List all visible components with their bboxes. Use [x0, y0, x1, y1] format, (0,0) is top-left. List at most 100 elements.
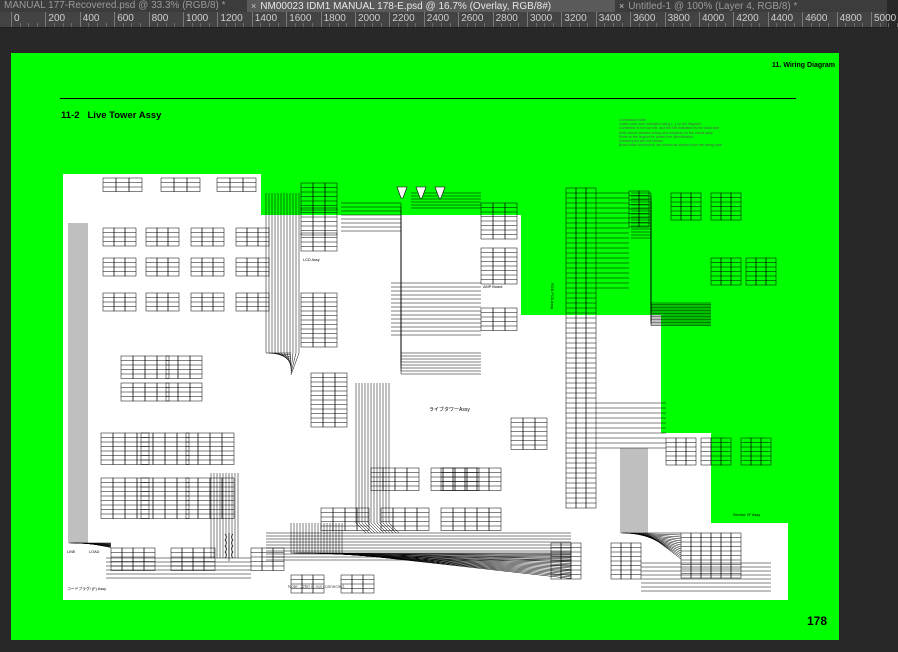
ruler-minor-tick — [36, 23, 38, 27]
wire — [638, 448, 682, 552]
note-line: Board-side connectors are shown as viewe… — [619, 143, 723, 148]
ruler-tick: 0 — [11, 12, 20, 27]
ruler-minor-tick — [269, 23, 270, 27]
connector-box — [406, 467, 420, 491]
ruler-minor-tick — [174, 23, 176, 27]
ruler-minor-tick — [208, 23, 210, 27]
wire — [290, 193, 294, 372]
connector-box — [416, 507, 430, 531]
connector-box — [143, 547, 156, 571]
ruler-tick: 4400 — [767, 12, 793, 27]
wire — [370, 383, 382, 534]
wire — [632, 448, 682, 546]
ruler-tick: 3000 — [527, 12, 552, 27]
ruler-minor-tick — [372, 23, 374, 27]
ruler-minor-tick — [707, 23, 709, 27]
ruler-minor-tick — [862, 23, 864, 27]
ruler-minor-tick — [346, 23, 348, 27]
ruler-minor-tick — [716, 23, 718, 27]
close-icon[interactable]: × — [619, 1, 625, 11]
connector-box — [203, 547, 216, 571]
connector-box — [156, 355, 170, 379]
tab-manual-177[interactable]: MANUAL 177-Recovered.psd @ 33.3% (RGB/8)… — [0, 0, 247, 12]
tab-label: Untitled-1 @ 100% (Layer 4, RGB/8) * — [628, 1, 798, 12]
connector-blocks — [100, 177, 777, 594]
wire — [624, 448, 682, 538]
ruler-minor-tick — [122, 23, 124, 27]
ruler-tick: 200 — [45, 12, 65, 27]
tab-label: MANUAL 177-Recovered.psd @ 33.3% (RGB/8)… — [4, 0, 226, 11]
ruler-minor-tick — [656, 23, 657, 27]
wire — [265, 193, 291, 354]
wire — [290, 193, 297, 374]
wire — [367, 383, 379, 534]
ruler-tick: 4800 — [836, 12, 862, 27]
ruler-minor-tick — [363, 23, 365, 27]
ruler-minor-tick — [441, 23, 442, 27]
ruler-minor-tick — [759, 23, 761, 27]
ruler-tick: 5000 — [871, 12, 896, 27]
ruler-minor-tick — [62, 23, 64, 27]
wire — [358, 383, 370, 534]
tab-label: NM00023 IDM1 MANUAL 178-E.psd @ 16.7% (O… — [260, 1, 552, 12]
connector-box — [221, 477, 235, 519]
wire — [355, 383, 367, 534]
ruler-minor-tick — [191, 23, 193, 27]
section-title: Live Tower Assy — [87, 110, 162, 121]
ruler-tick: 4600 — [802, 12, 827, 27]
wire — [72, 223, 112, 545]
ruler-minor-tick — [724, 23, 726, 27]
ruler-minor-tick — [28, 23, 30, 27]
ruler-minor-tick — [509, 23, 511, 27]
wire — [640, 448, 682, 554]
wire — [283, 193, 292, 366]
ruler-minor-tick — [681, 23, 683, 27]
ruler-tick: 2800 — [492, 12, 518, 27]
wire-bundles — [68, 192, 771, 592]
ruler-minor-tick — [226, 23, 227, 27]
footnote: Note: J250 is not connected. — [288, 584, 346, 589]
ruler-minor-tick — [88, 23, 90, 27]
ruler-minor-tick — [157, 23, 159, 27]
ruler-minor-tick — [260, 23, 262, 27]
wire — [646, 448, 682, 560]
close-icon[interactable]: × — [251, 1, 257, 11]
ruler-minor-tick — [466, 23, 468, 27]
ruler-minor-tick — [570, 23, 571, 27]
ruler-tick: 800 — [148, 12, 168, 27]
ruler-tick: 1400 — [251, 12, 277, 27]
note-line: Note about harness wiring and adapters f… — [619, 130, 714, 135]
ruler-minor-tick — [54, 23, 55, 27]
note-line: Refer to the legend for power line ident… — [619, 134, 695, 139]
ruler-minor-tick — [819, 23, 821, 27]
ruler-minor-tick — [613, 23, 614, 27]
tab-untitled-1[interactable]: ×Untitled-1 @ 100% (Layer 4, RGB/8) * — [615, 0, 887, 12]
ruler-minor-tick — [234, 23, 236, 27]
ruler-minor-tick — [578, 23, 580, 27]
wire — [628, 448, 682, 542]
wire — [620, 448, 681, 534]
wire — [361, 383, 373, 534]
ruler-minor-tick — [750, 23, 752, 27]
ruler-minor-tick — [776, 23, 778, 27]
ruler-tick: 2400 — [423, 12, 449, 27]
ruler-minor-tick — [432, 23, 434, 27]
ruler-minor-tick — [277, 23, 279, 27]
wire — [388, 383, 400, 534]
ruler-minor-tick — [97, 23, 98, 27]
ruler-minor-tick — [810, 23, 812, 27]
tab-manual-178[interactable]: ×NM00023 IDM1 MANUAL 178-E.psd @ 16.7% (… — [247, 0, 615, 12]
ruler-minor-tick — [329, 23, 331, 27]
ruler-minor-tick — [312, 23, 313, 27]
ruler-minor-tick — [673, 23, 675, 27]
amp-board-label: AMP Board — [483, 285, 502, 289]
wire — [286, 193, 292, 368]
ruler-minor-tick — [544, 23, 546, 27]
wire — [86, 223, 112, 548]
ruler-minor-tick — [303, 23, 305, 27]
connector-box — [221, 432, 235, 465]
ruler-minor-tick — [828, 23, 829, 27]
